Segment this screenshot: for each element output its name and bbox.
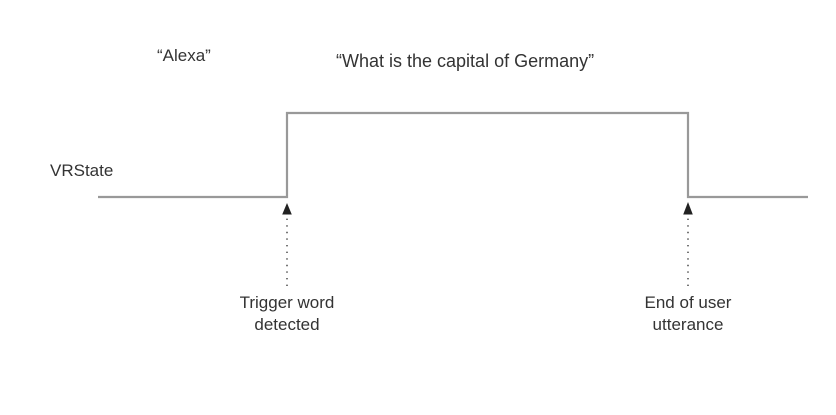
signal-name-label: VRState: [50, 161, 114, 180]
caption-end-line-1: End of user: [644, 293, 732, 312]
trigger-word-marker: [282, 203, 292, 288]
caption-end-line-2: utterance: [652, 315, 724, 335]
vrstate-signal-line: [98, 111, 808, 199]
caption-trigger-line-2: detected: [254, 315, 320, 335]
speech-label-wakeword: “Alexa”: [157, 46, 211, 65]
end-of-utterance-marker: [683, 202, 693, 288]
end-of-utterance-arrowhead-icon: [683, 202, 693, 215]
caption-end-of-user-utterance: End of user utterance: [578, 292, 798, 337]
trigger-word-arrowhead-icon: [282, 203, 292, 215]
caption-trigger-line-1: Trigger word: [239, 293, 335, 312]
caption-trigger-word-detected: Trigger word detected: [177, 292, 397, 337]
speech-label-utterance: “What is the capital of Germany”: [336, 51, 595, 71]
